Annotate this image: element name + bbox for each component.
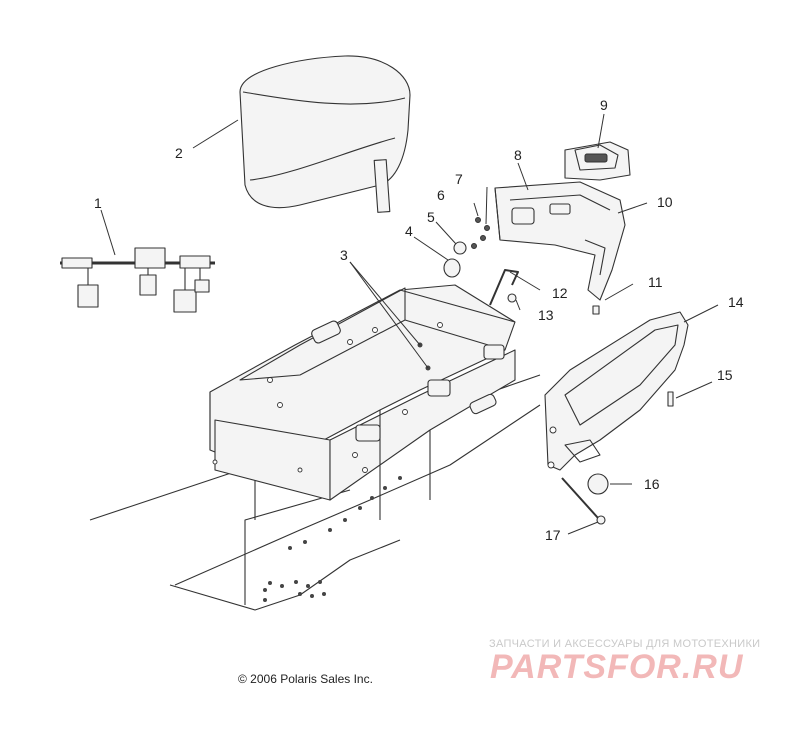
callout-12: 12: [552, 285, 568, 301]
cap-part-16: [587, 473, 609, 495]
storage-box-part-8: [494, 181, 626, 301]
callout-9: 9: [600, 97, 608, 113]
callout-1: 1: [94, 195, 102, 211]
callout-labels: 1 2 3 4 5 6 7 8 9 10 11 12 13 14 15 16 1…: [94, 97, 744, 543]
bolt-part-17: [561, 477, 606, 525]
knob-part-4: [443, 258, 461, 278]
watermark-subtitle: ЗАПЧАСТИ И АКСЕССУАРЫ ДЛЯ МОТОТЕХНИКИ: [489, 638, 761, 650]
callout-14: 14: [728, 294, 744, 310]
rivet-pattern: [263, 476, 402, 602]
wiring-harness: [60, 247, 215, 313]
callout-15: 15: [717, 367, 733, 383]
callout-5: 5: [427, 209, 435, 225]
seat-cushion: [239, 55, 411, 213]
pin-part-11: [592, 305, 600, 315]
callout-7: 7: [455, 171, 463, 187]
callout-6: 6: [437, 187, 445, 203]
key-part-12: [489, 269, 519, 306]
callout-16: 16: [644, 476, 660, 492]
callout-11: 11: [648, 274, 663, 290]
washer-part-6: [471, 217, 481, 249]
callout-8: 8: [514, 147, 522, 163]
chassis-tunnel: [89, 284, 541, 611]
watermark-logo: PARTSFOR.RU: [490, 648, 744, 686]
callout-10: 10: [657, 194, 673, 210]
callout-17: 17: [545, 527, 561, 543]
leader-lines: [100, 113, 719, 535]
screw-part-13: [507, 293, 517, 303]
copyright-text: © 2006 Polaris Sales Inc.: [238, 672, 373, 686]
lid-part-9: [564, 141, 631, 181]
grommet-part-5: [453, 241, 467, 255]
callout-2: 2: [175, 145, 183, 161]
callout-13: 13: [538, 307, 554, 323]
callout-4: 4: [405, 223, 413, 239]
nut-part-7: [480, 225, 490, 241]
side-panel-part-14: [544, 311, 689, 471]
callout-3: 3: [340, 247, 348, 263]
screw-part-15: [667, 391, 674, 407]
